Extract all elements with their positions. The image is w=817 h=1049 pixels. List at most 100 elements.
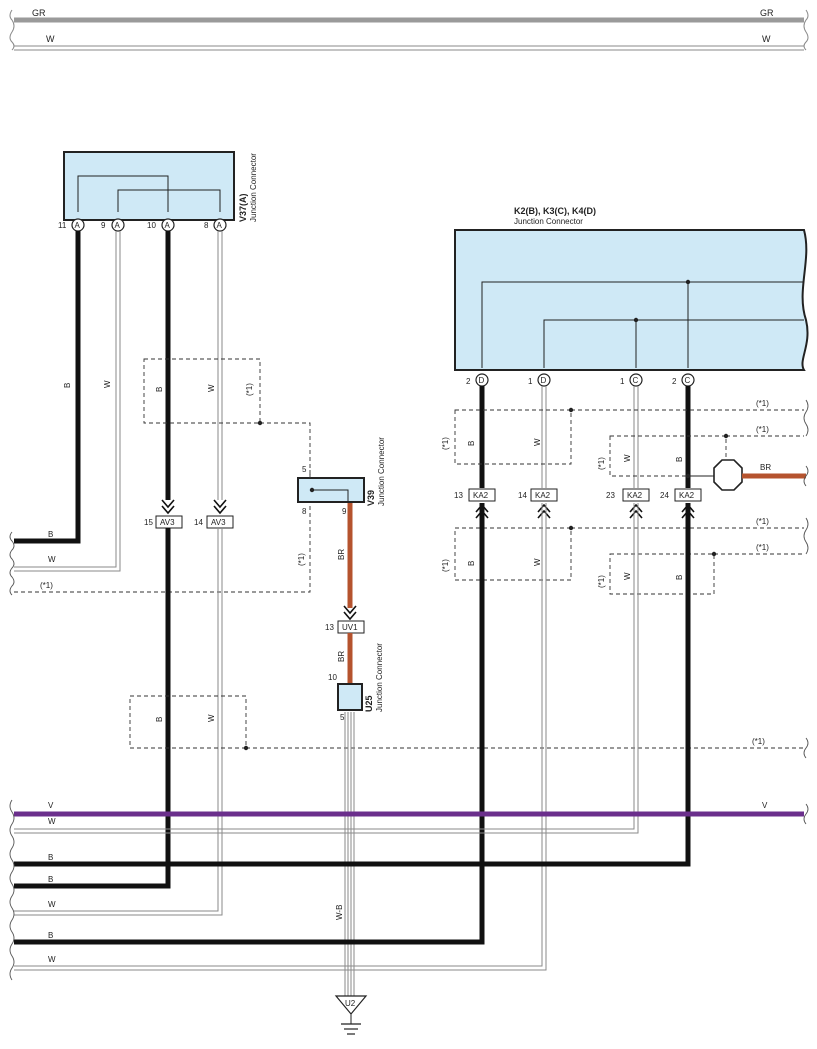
svg-text:(*1): (*1) (597, 457, 606, 470)
ka2-connector-24: 24 KA2 (660, 488, 702, 519)
svg-text:B: B (48, 875, 53, 884)
av3-connector-14: 14 AV3 (194, 499, 234, 529)
label-b-bus1: B (48, 530, 53, 539)
svg-text:V39: V39 (366, 490, 376, 506)
svg-text:9: 9 (342, 507, 347, 516)
svg-text:W: W (207, 714, 216, 722)
svg-text:15: 15 (144, 518, 153, 527)
svg-text:A: A (165, 221, 171, 230)
label-w-bus1: W (48, 555, 56, 564)
svg-text:BR: BR (337, 651, 346, 662)
svg-text:(*1): (*1) (297, 553, 306, 566)
note-box-upper-right: (*1) B W (*1) (*1) W B (*1) (441, 399, 804, 477)
wire-wb: W-B (335, 712, 355, 996)
svg-text:W: W (533, 438, 542, 446)
svg-text:C: C (685, 376, 691, 385)
svg-text:B: B (155, 717, 164, 722)
note-box-upper-left: B W (*1) (*1) (*1) (14, 358, 311, 593)
svg-text:D: D (479, 376, 485, 385)
v37-code: V37(A) (238, 193, 248, 222)
svg-text:5: 5 (302, 465, 307, 474)
ka2-connector-13: 13 KA2 (454, 488, 496, 519)
svg-text:8: 8 (302, 507, 307, 516)
svg-text:BR: BR (760, 463, 771, 472)
svg-text:(*1): (*1) (441, 437, 450, 450)
svg-text:(*1): (*1) (752, 737, 765, 746)
svg-text:W: W (48, 817, 56, 826)
svg-text:V: V (762, 801, 768, 810)
gr-label-right: GR (760, 8, 774, 18)
svg-text:UV1: UV1 (342, 623, 358, 632)
svg-text:14: 14 (518, 491, 527, 500)
svg-text:W: W (48, 955, 56, 964)
svg-text:10: 10 (328, 673, 337, 682)
svg-text:Junction Connector: Junction Connector (377, 437, 386, 506)
v37-pin-9: 9 A (101, 218, 125, 232)
svg-text:KA2: KA2 (627, 491, 643, 500)
svg-text:Junction Connector: Junction Connector (514, 217, 583, 226)
svg-text:B: B (675, 457, 684, 462)
svg-text:24: 24 (660, 491, 669, 500)
uv1-connector: 13 UV1 (325, 605, 365, 634)
svg-text:U2: U2 (345, 999, 356, 1008)
svg-text:23: 23 (606, 491, 615, 500)
svg-text:W: W (207, 384, 216, 392)
svg-text:W-B: W-B (335, 905, 344, 920)
svg-text:W: W (623, 454, 632, 462)
svg-text:AV3: AV3 (211, 518, 226, 527)
svg-text:A: A (217, 221, 223, 230)
svg-text:11: 11 (58, 221, 67, 230)
svg-text:KA2: KA2 (473, 491, 489, 500)
wire-b-av3 (14, 528, 171, 889)
v39-connector: 5 8 9 V39 Junction Connector (297, 437, 386, 516)
wire-b-ka2-13 (14, 503, 485, 945)
svg-text:10: 10 (147, 221, 156, 230)
svg-text:(*1): (*1) (756, 543, 769, 552)
left-break-marks (9, 531, 15, 981)
svg-text:B: B (48, 931, 53, 940)
svg-text:A: A (115, 221, 121, 230)
svg-text:(*1): (*1) (597, 575, 606, 588)
svg-text:W: W (48, 900, 56, 909)
label-b-1: B (63, 383, 72, 388)
right-break-marks (803, 399, 809, 825)
note-box-lower-right: (*1) B W (*1) (*1) W B (*1) (441, 517, 804, 595)
ka2-connector-14: 14 KA2 (518, 488, 558, 519)
svg-text:B: B (467, 441, 476, 446)
svg-text:8: 8 (204, 221, 209, 230)
svg-text:13: 13 (454, 491, 463, 500)
svg-text:AV3: AV3 (160, 518, 175, 527)
svg-text:(*1): (*1) (756, 425, 769, 434)
svg-text:KA2: KA2 (679, 491, 695, 500)
svg-text:(*1): (*1) (441, 559, 450, 572)
ka2-connector-23: 23 KA2 (606, 488, 650, 519)
svg-text:(*1): (*1) (40, 581, 53, 590)
svg-text:B: B (155, 387, 164, 392)
svg-text:B: B (675, 575, 684, 580)
svg-text:W: W (623, 572, 632, 580)
svg-text:B: B (467, 561, 476, 566)
v37-connector: V37(A) Junction Connector (63, 151, 258, 222)
gr-label-left: GR (32, 8, 46, 18)
svg-text:2: 2 (672, 377, 677, 386)
svg-text:A: A (75, 221, 81, 230)
svg-text:5: 5 (340, 713, 345, 722)
k2-connector: K2(B), K3(C), K4(D) Junction Connector (454, 206, 809, 371)
svg-text:W: W (533, 558, 542, 566)
svg-text:K2(B), K3(C), K4(D): K2(B), K3(C), K4(D) (514, 206, 596, 216)
av3-connector-15: 15 AV3 (144, 499, 183, 529)
w-label-right: W (762, 34, 771, 44)
note-box-lower-left: B W (*1) (129, 695, 804, 751)
svg-text:1: 1 (528, 377, 533, 386)
top-wire-group: GR GR W W (9, 8, 809, 51)
wire-w-v37-9 (14, 231, 117, 568)
svg-text:KA2: KA2 (535, 491, 551, 500)
svg-text:9: 9 (101, 221, 106, 230)
svg-text:Junction Connector: Junction Connector (375, 643, 384, 712)
wire-b-v37-11 (14, 231, 81, 544)
